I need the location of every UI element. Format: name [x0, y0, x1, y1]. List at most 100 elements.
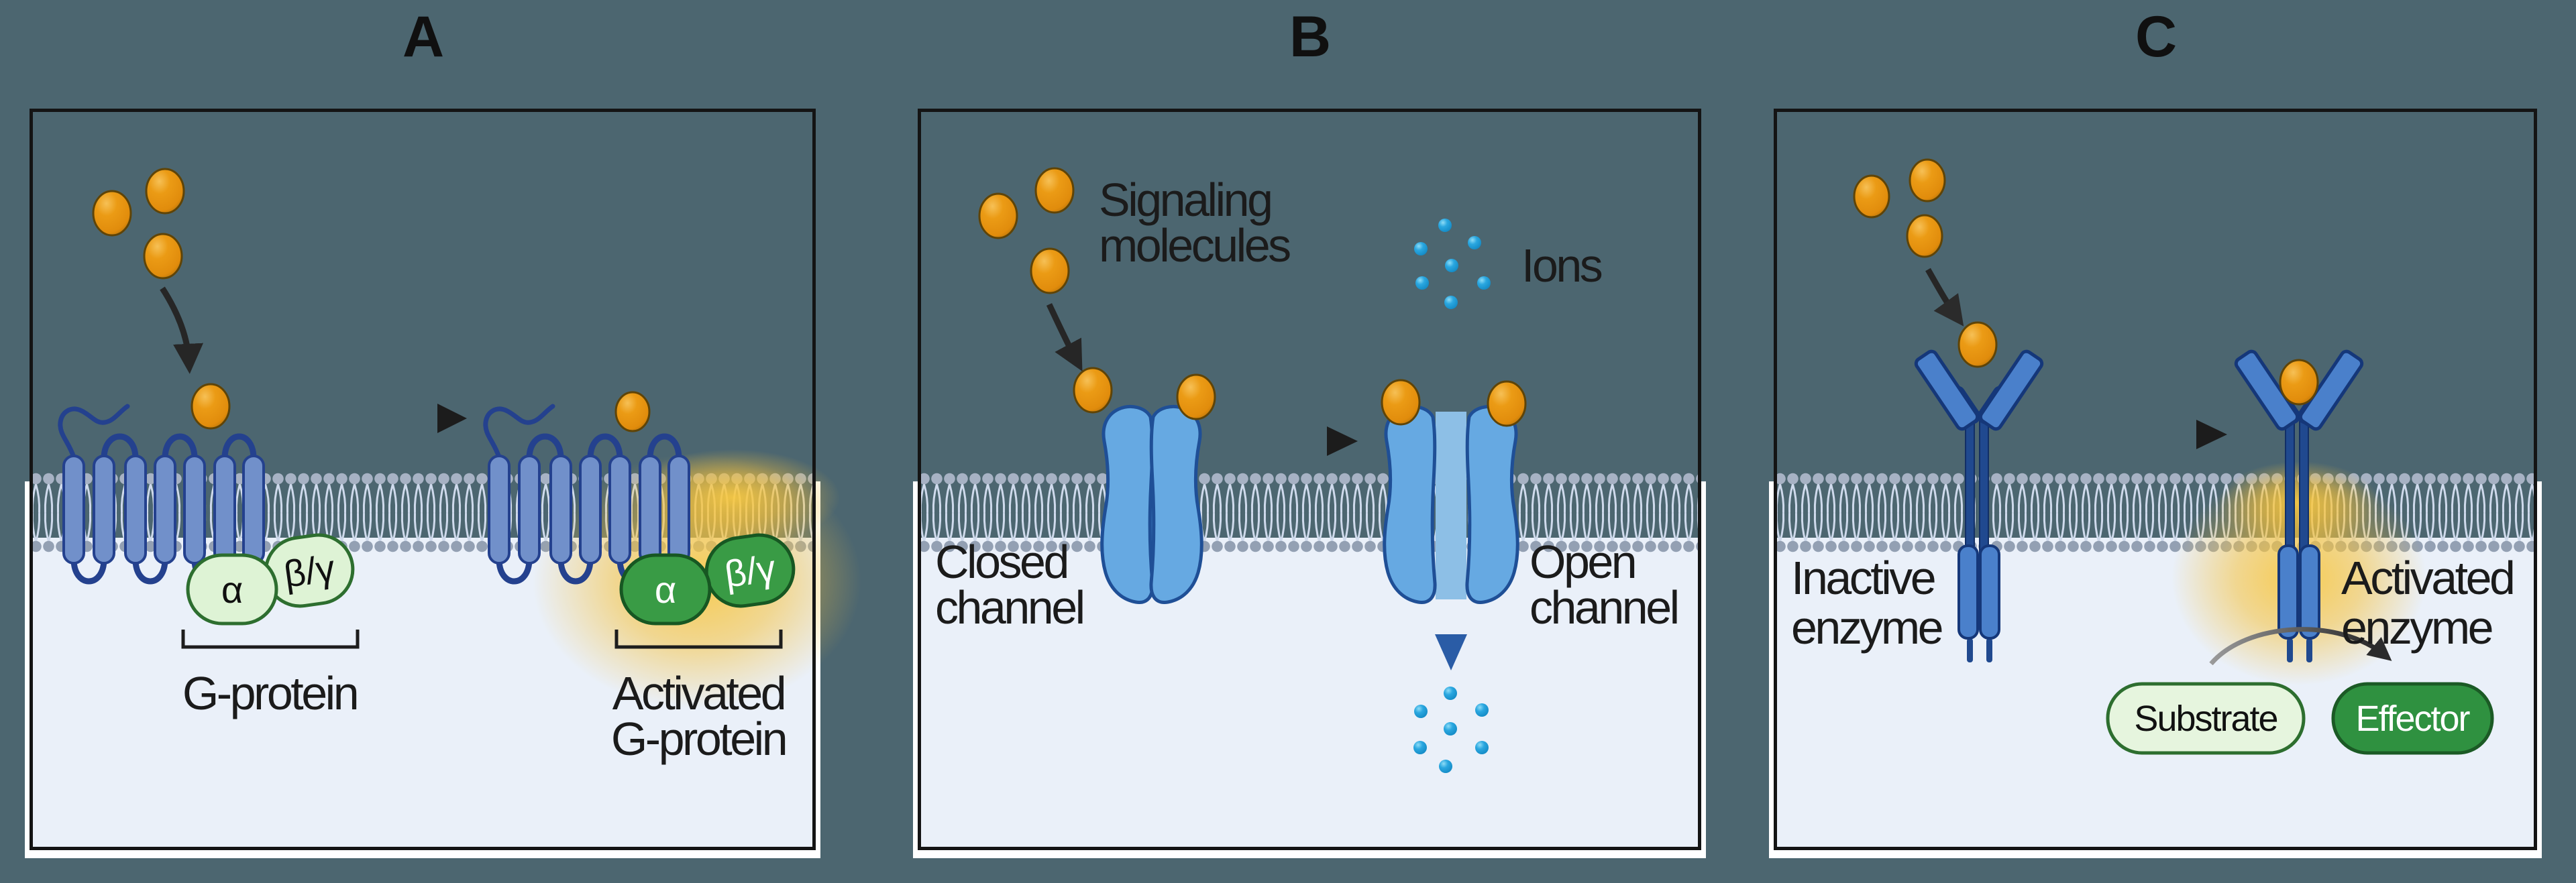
receptor-tail: [2287, 638, 2293, 662]
activated-g-protein-label-line2: G-protein: [611, 713, 786, 765]
ligand-binding-curved-arrow-icon: [160, 286, 204, 374]
cytoplasm: [918, 538, 1701, 850]
closed-channel-label-line1: Closed: [935, 536, 1067, 588]
alpha-label: α: [221, 569, 243, 611]
ligand-binding-curved-arrow-icon: [1925, 268, 1964, 327]
g-protein-alpha-subunit-active: [619, 553, 712, 626]
panel-b-graphic: Signaling molecules Ions Closed channel …: [913, 109, 1706, 858]
bound-ligand-icon: [1487, 380, 1527, 427]
panel-a-graphic: β/γ α β/γ α G-protein Activated G-protei…: [25, 109, 861, 858]
enzyme-receptor-inactive: [1914, 349, 2044, 662]
bound-ligand-icon: [2279, 359, 2319, 406]
ion-icon: [1439, 760, 1452, 773]
channel-subunit: [1149, 405, 1203, 604]
ion-icon: [1444, 687, 1457, 700]
g-protein-bracket: [181, 630, 360, 649]
receptor-tail: [1967, 638, 1973, 662]
alpha-active-label: α: [655, 569, 676, 611]
kinase-domain: [2299, 544, 2320, 640]
extracellular-loops: [526, 433, 682, 462]
receptor-binding-arm: [1914, 349, 1980, 431]
substrate-pill: Substrate: [2106, 682, 2306, 755]
signaling-molecule-icon: [1853, 174, 1890, 219]
signaling-molecules-cluster: [978, 167, 1075, 294]
receptor-binding-arm: [2298, 349, 2364, 431]
transmembrane-helices: [62, 455, 265, 565]
panel-a: β/γ α β/γ α G-protein Activated G-protei…: [25, 109, 861, 858]
closed-channel-label-line2: channel: [935, 581, 1083, 634]
ligand-binding-curved-arrow-icon: [1046, 303, 1083, 371]
inactive-enzyme-label-line1: Inactive: [1791, 552, 1935, 604]
bound-ligand-icon: [1381, 379, 1421, 426]
substrate-label: Substrate: [2134, 699, 2277, 739]
signaling-molecules-cluster: [92, 168, 185, 280]
receptor-stalk: [1965, 411, 1975, 563]
receptor-n-terminus-squiggle: [58, 404, 130, 460]
g-protein-inactive: β/γ α: [186, 533, 355, 626]
signaling-molecule-icon: [1906, 214, 1943, 258]
extracellular-loops: [101, 433, 257, 462]
catalysis-curved-arrow-icon: [2209, 627, 2392, 666]
ion-icon: [1414, 705, 1428, 718]
activated-enzyme-label-line2: enzyme: [2341, 601, 2492, 654]
g-protein-label: G-protein: [182, 667, 357, 719]
kinase-domain: [1979, 544, 2000, 640]
signaling-molecule-icon: [145, 168, 185, 215]
panel-b: Signaling molecules Ions Closed channel …: [913, 109, 1706, 858]
inactive-enzyme-label-line2: enzyme: [1791, 601, 1942, 654]
ion-icon: [1438, 219, 1452, 232]
effector-label: Effector: [2355, 699, 2470, 739]
panel-b-frame: [918, 109, 1701, 850]
transition-arrow-right-icon: [290, 404, 467, 433]
activated-g-protein-label-line1: Activated: [612, 667, 784, 719]
beta-gamma-label: β/γ: [281, 546, 337, 595]
signaling-molecule-icon: [92, 190, 132, 237]
ion-icon: [1477, 276, 1491, 290]
channel-subunit: [1383, 405, 1437, 604]
signaling-molecule-icon: [143, 233, 183, 280]
panel-a-frame: [30, 109, 816, 850]
panel-c-title: C: [2135, 5, 2177, 69]
receptor-tail: [1986, 638, 1992, 662]
kinase-domain: [1957, 544, 1979, 640]
transmembrane-helices: [488, 455, 690, 565]
ion-icon: [1475, 703, 1489, 717]
panel-c: Substrate Effector Inactive enzyme Activ…: [1769, 109, 2542, 858]
ions-label: Ions: [1521, 239, 1602, 292]
lipid-bilayer-membrane: [1774, 473, 2537, 552]
effector-pill: Effector: [2331, 682, 2494, 755]
free-ligand-icon: [191, 383, 231, 430]
g-protein-activated: β/γ α: [619, 533, 796, 626]
open-channel-label-line2: channel: [1529, 581, 1678, 634]
ion-icon: [1413, 741, 1427, 754]
lipid-bilayer-membrane: [918, 473, 1701, 552]
panel-c-graphic: Substrate Effector Inactive enzyme Activ…: [1769, 109, 2542, 858]
transition-arrow-right-icon: [1233, 426, 1358, 456]
signaling-molecules-label-line1: Signaling: [1099, 174, 1271, 226]
ion-icon: [1475, 741, 1489, 754]
ions-extracellular: [1414, 219, 1491, 309]
receptor-tail: [2306, 638, 2312, 662]
ion-icon: [1414, 242, 1428, 255]
receptor-stalk: [1979, 411, 1989, 563]
beta-gamma-active-label: β/γ: [722, 546, 778, 595]
receptor-n-terminus-squiggle: [483, 404, 555, 460]
activated-g-protein-bracket: [614, 630, 783, 649]
channel-subunit: [1100, 405, 1155, 604]
signaling-molecule-icon: [1030, 247, 1070, 294]
ion-icon: [1444, 296, 1458, 309]
panel-a-title: A: [402, 5, 444, 69]
signaling-molecule-icon: [978, 192, 1018, 239]
panel-b-title: B: [1289, 5, 1331, 69]
receptor-stalk: [2285, 411, 2295, 563]
panel-c-frame: [1774, 109, 2537, 850]
signaling-molecules-label-line2: molecules: [1099, 219, 1290, 272]
ion-icon: [1445, 259, 1458, 272]
enzyme-receptor-activated: [2234, 349, 2364, 662]
ion-flow-arrow-icon: [1435, 318, 1467, 670]
open-channel-label-line1: Open: [1529, 536, 1635, 588]
receptor-binding-arm: [1978, 349, 2044, 431]
bound-ligand-icon: [614, 391, 651, 432]
bound-ligand-icon: [1176, 373, 1216, 420]
signaling-molecule-icon: [1909, 158, 1946, 202]
